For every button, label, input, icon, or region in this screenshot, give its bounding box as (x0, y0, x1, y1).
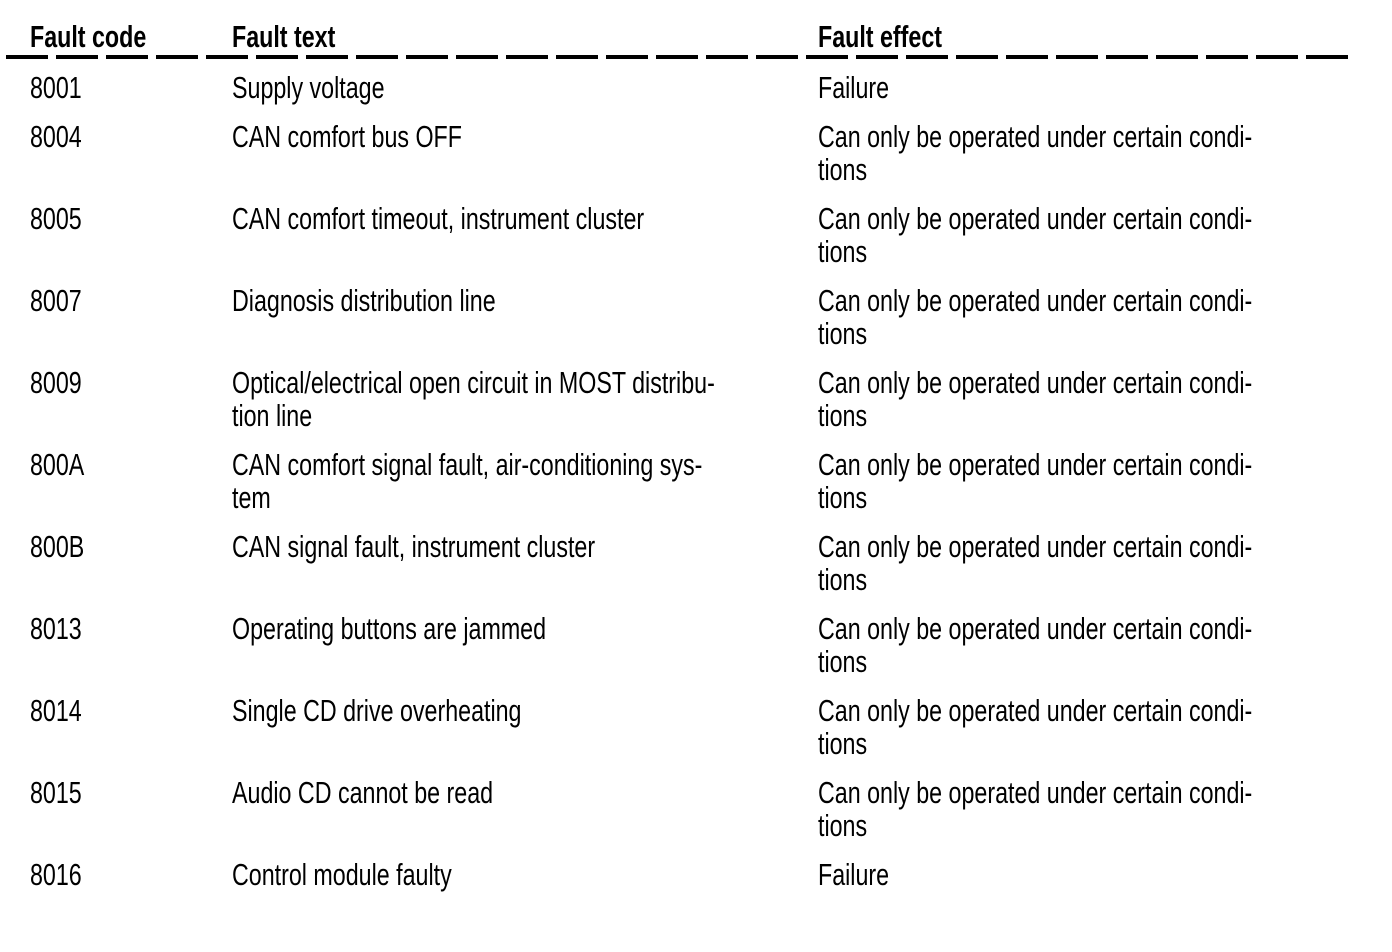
column-header-label: Fault effect (818, 19, 943, 54)
fault-text-value: CAN signal fault, instrument cluster (232, 529, 596, 564)
table-row: 8007 Diagnosis distribution line Can onl… (0, 284, 1392, 366)
fault-effect-cell: Can only be operated under certain condi… (818, 448, 1356, 514)
fault-effect-value: Can only be operated under certain condi… (818, 529, 1253, 597)
fault-text-value: Supply voltage (232, 70, 385, 105)
fault-code-cell: 8004 (30, 120, 232, 186)
table-body: 8001 Supply voltage Failure 8004 CAN com… (0, 59, 1392, 907)
table-row: 8005 CAN comfort timeout, instrument clu… (0, 202, 1392, 284)
fault-code-value: 8015 (30, 775, 82, 810)
fault-effect-cell: Can only be operated under certain condi… (818, 776, 1356, 842)
fault-effect-value: Can only be operated under certain condi… (818, 775, 1253, 843)
fault-effect-cell: Failure (818, 858, 1356, 891)
fault-effect-value: Can only be operated under certain condi… (818, 611, 1253, 679)
fault-code-cell: 8009 (30, 366, 232, 432)
fault-code-value: 8004 (30, 119, 82, 154)
fault-code-cell: 8015 (30, 776, 232, 842)
table-row: 8016 Control module faulty Failure (0, 858, 1392, 907)
fault-effect-value: Failure (818, 857, 890, 892)
fault-text-value: Optical/electrical open circuit in MOST … (232, 365, 715, 433)
fault-effect-cell: Can only be operated under certain condi… (818, 694, 1356, 760)
fault-code-cell: 8005 (30, 202, 232, 268)
fault-code-cell: 8014 (30, 694, 232, 760)
fault-code-value: 8001 (30, 70, 82, 105)
table-row: 8014 Single CD drive overheating Can onl… (0, 694, 1392, 776)
table-row: 8004 CAN comfort bus OFF Can only be ope… (0, 120, 1392, 202)
fault-text-value: CAN comfort signal fault, air-conditioni… (232, 447, 703, 515)
fault-effect-cell: Can only be operated under certain condi… (818, 366, 1356, 432)
fault-text-cell: CAN comfort bus OFF (232, 120, 818, 186)
fault-text-value: Operating buttons are jammed (232, 611, 547, 646)
fault-text-value: CAN comfort bus OFF (232, 119, 462, 154)
table-row: 800B CAN signal fault, instrument cluste… (0, 530, 1392, 612)
fault-effect-value: Failure (818, 70, 890, 105)
fault-code-value: 8016 (30, 857, 82, 892)
fault-text-cell: Diagnosis distribution line (232, 284, 818, 350)
fault-text-cell: Operating buttons are jammed (232, 612, 818, 678)
fault-text-cell: Optical/electrical open circuit in MOST … (232, 366, 818, 432)
fault-text-value: CAN comfort timeout, instrument cluster (232, 201, 645, 236)
fault-code-cell: 8001 (30, 71, 232, 104)
fault-text-cell: CAN comfort signal fault, air-conditioni… (232, 448, 818, 514)
column-header-fault-effect: Fault effect (818, 20, 1356, 53)
table-row: 8013 Operating buttons are jammed Can on… (0, 612, 1392, 694)
fault-code-cell: 8013 (30, 612, 232, 678)
fault-effect-value: Can only be operated under certain condi… (818, 201, 1253, 269)
fault-effect-cell: Can only be operated under certain condi… (818, 202, 1356, 268)
fault-effect-value: Can only be operated under certain condi… (818, 119, 1253, 187)
fault-effect-value: Can only be operated under certain condi… (818, 365, 1253, 433)
fault-code-value: 8005 (30, 201, 82, 236)
fault-code-value: 800A (30, 447, 85, 482)
fault-text-value: Diagnosis distribution line (232, 283, 496, 318)
fault-text-cell: CAN comfort timeout, instrument cluster (232, 202, 818, 268)
fault-text-value: Single CD drive overheating (232, 693, 522, 728)
fault-effect-cell: Can only be operated under certain condi… (818, 530, 1356, 596)
fault-text-cell: Supply voltage (232, 71, 818, 104)
column-header-label: Fault text (232, 19, 336, 54)
fault-effect-cell: Can only be operated under certain condi… (818, 284, 1356, 350)
table-row: 8009 Optical/electrical open circuit in … (0, 366, 1392, 448)
fault-code-cell: 800A (30, 448, 232, 514)
fault-code-cell: 800B (30, 530, 232, 596)
column-header-fault-text: Fault text (232, 20, 818, 53)
fault-code-cell: 8007 (30, 284, 232, 350)
fault-effect-cell: Failure (818, 71, 1356, 104)
fault-code-value: 8007 (30, 283, 82, 318)
fault-code-value: 8009 (30, 365, 82, 400)
fault-code-cell: 8016 (30, 858, 232, 891)
fault-effect-cell: Can only be operated under certain condi… (818, 612, 1356, 678)
fault-text-cell: Audio CD cannot be read (232, 776, 818, 842)
fault-text-cell: Control module faulty (232, 858, 818, 891)
table-header-row: Fault code Fault text Fault effect (0, 0, 1392, 53)
fault-code-value: 8014 (30, 693, 82, 728)
column-header-fault-code: Fault code (30, 20, 232, 53)
fault-effect-value: Can only be operated under certain condi… (818, 283, 1253, 351)
table-row: 8001 Supply voltage Failure (0, 71, 1392, 120)
fault-effect-value: Can only be operated under certain condi… (818, 447, 1253, 515)
fault-text-cell: CAN signal fault, instrument cluster (232, 530, 818, 596)
fault-effect-value: Can only be operated under certain condi… (818, 693, 1253, 761)
fault-text-cell: Single CD drive overheating (232, 694, 818, 760)
table-row: 800A CAN comfort signal fault, air-condi… (0, 448, 1392, 530)
fault-code-value: 8013 (30, 611, 82, 646)
fault-code-value: 800B (30, 529, 85, 564)
fault-effect-cell: Can only be operated under certain condi… (818, 120, 1356, 186)
fault-text-value: Control module faulty (232, 857, 452, 892)
fault-text-value: Audio CD cannot be read (232, 775, 494, 810)
table-row: 8015 Audio CD cannot be read Can only be… (0, 776, 1392, 858)
table-header-rule (6, 55, 1356, 59)
column-header-label: Fault code (30, 19, 147, 54)
